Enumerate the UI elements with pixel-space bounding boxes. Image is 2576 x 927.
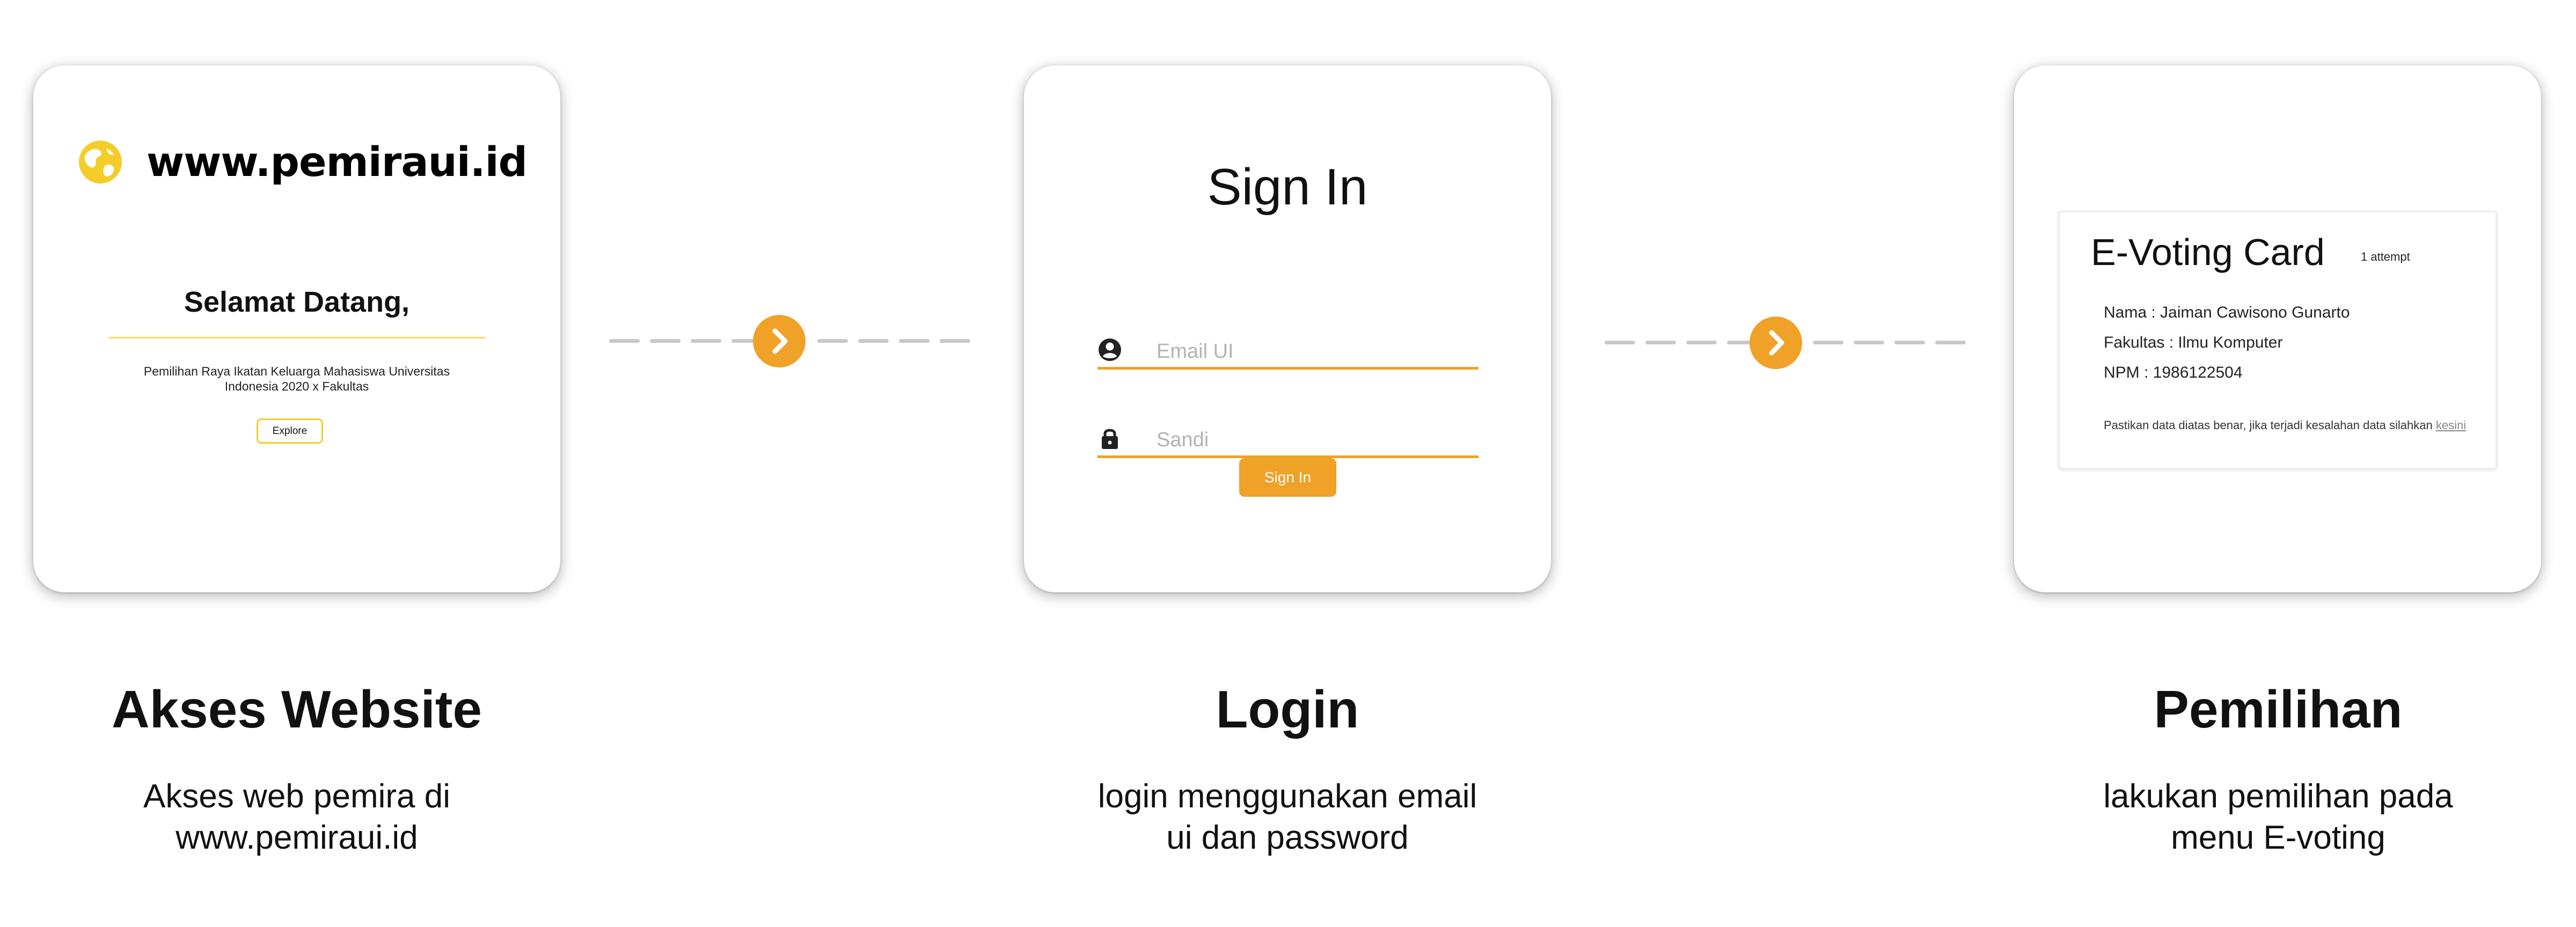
password-placeholder: Sandi [1157, 429, 1209, 451]
step-3-description-line-1: lakukan pemilihan pada [2103, 778, 2453, 815]
sign-in-title: Sign In [1207, 158, 1368, 216]
connector-dash [940, 339, 970, 343]
verification-note-text: Pastikan data diatas benar, jika terjadi… [2104, 418, 2433, 432]
step-3-description: lakukan pemilihan pada menu E-voting [2037, 776, 2520, 858]
explore-button[interactable]: Explore [257, 418, 323, 444]
connector-dash [858, 339, 889, 343]
site-description-line-2: Indonesia 2020 x Fakultas [224, 379, 369, 393]
step-2-title: Login [1216, 680, 1359, 739]
connector-dash [899, 339, 930, 343]
step-3-title: Pemilihan [2154, 680, 2403, 739]
site-url: www.pemiraui.id [147, 138, 528, 186]
report-link[interactable]: kesini [2435, 418, 2467, 432]
site-header: www.pemiraui.id [77, 138, 528, 186]
step-connector-2 [1605, 317, 1966, 369]
welcome-heading: Selamat Datang, [184, 286, 410, 318]
e-voting-card: E-Voting Card 1 attempt Nama : Jaiman Ca… [2058, 211, 2497, 469]
password-field[interactable]: Sandi [1097, 414, 1479, 458]
e-voting-preview-card: E-Voting Card 1 attempt Nama : Jaiman Ca… [2014, 65, 2541, 592]
divider [108, 337, 485, 339]
step-2-description: login menggunakan email ui dan password [1046, 776, 1529, 858]
connector-dash [1727, 341, 1758, 344]
step-3-description-line-2: menu E-voting [2171, 819, 2385, 856]
sign-in-card: Sign In Email UI Sandi Sign In [1024, 65, 1551, 592]
step-1-description-line-2: www.pemiraui.id [175, 819, 418, 856]
step-1-title: Akses Website [112, 680, 482, 739]
sign-in-button[interactable]: Sign In [1239, 458, 1336, 497]
next-step-arrow-button[interactable] [1750, 317, 1802, 369]
site-description: Pemilihan Raya Ikatan Keluarga Mahasiswa… [141, 364, 453, 394]
voter-faculty: Fakultas : Ilmu Komputer [2104, 334, 2283, 351]
step-connector-1 [609, 315, 970, 367]
step-1-description-line-1: Akses web pemira di [143, 778, 451, 815]
connector-dash [1605, 341, 1635, 344]
e-voting-title: E-Voting Card [2091, 231, 2325, 273]
site-description-line-1: Pemilihan Raya Ikatan Keluarga Mahasiswa… [143, 364, 450, 378]
connector-dash [1894, 341, 1925, 344]
email-field[interactable]: Email UI [1097, 326, 1479, 370]
step-1-description: Akses web pemira di www.pemiraui.id [55, 776, 538, 858]
lock-icon [1102, 429, 1118, 449]
globe-icon [79, 140, 122, 183]
connector-dash [1686, 341, 1717, 344]
email-placeholder: Email UI [1157, 340, 1234, 363]
attempt-count: 1 attempt [2361, 250, 2410, 263]
connector-dash [1935, 341, 1966, 344]
voter-name: Nama : Jaiman Cawisono Gunarto [2104, 304, 2350, 321]
step-2-description-line-1: login menggunakan email [1097, 778, 1477, 815]
website-preview-card: www.pemiraui.id Selamat Datang, Pemiliha… [33, 65, 560, 592]
connector-dash [817, 339, 848, 343]
verification-note: Pastikan data diatas benar, jika terjadi… [2104, 418, 2466, 432]
connector-dash [1813, 341, 1843, 344]
step-2-description-line-2: ui dan password [1166, 819, 1409, 856]
connector-dash [1854, 341, 1884, 344]
chevron-right-icon [1769, 330, 1784, 356]
connector-dash [691, 339, 721, 343]
chevron-right-icon [772, 328, 788, 354]
next-step-arrow-button[interactable] [753, 315, 806, 367]
connector-dash [609, 339, 640, 343]
connector-dash [1645, 341, 1676, 344]
connector-dash [650, 339, 680, 343]
voter-npm: NPM : 1986122504 [2104, 364, 2243, 381]
user-circle-icon [1099, 339, 1121, 361]
connector-dash [731, 339, 762, 343]
